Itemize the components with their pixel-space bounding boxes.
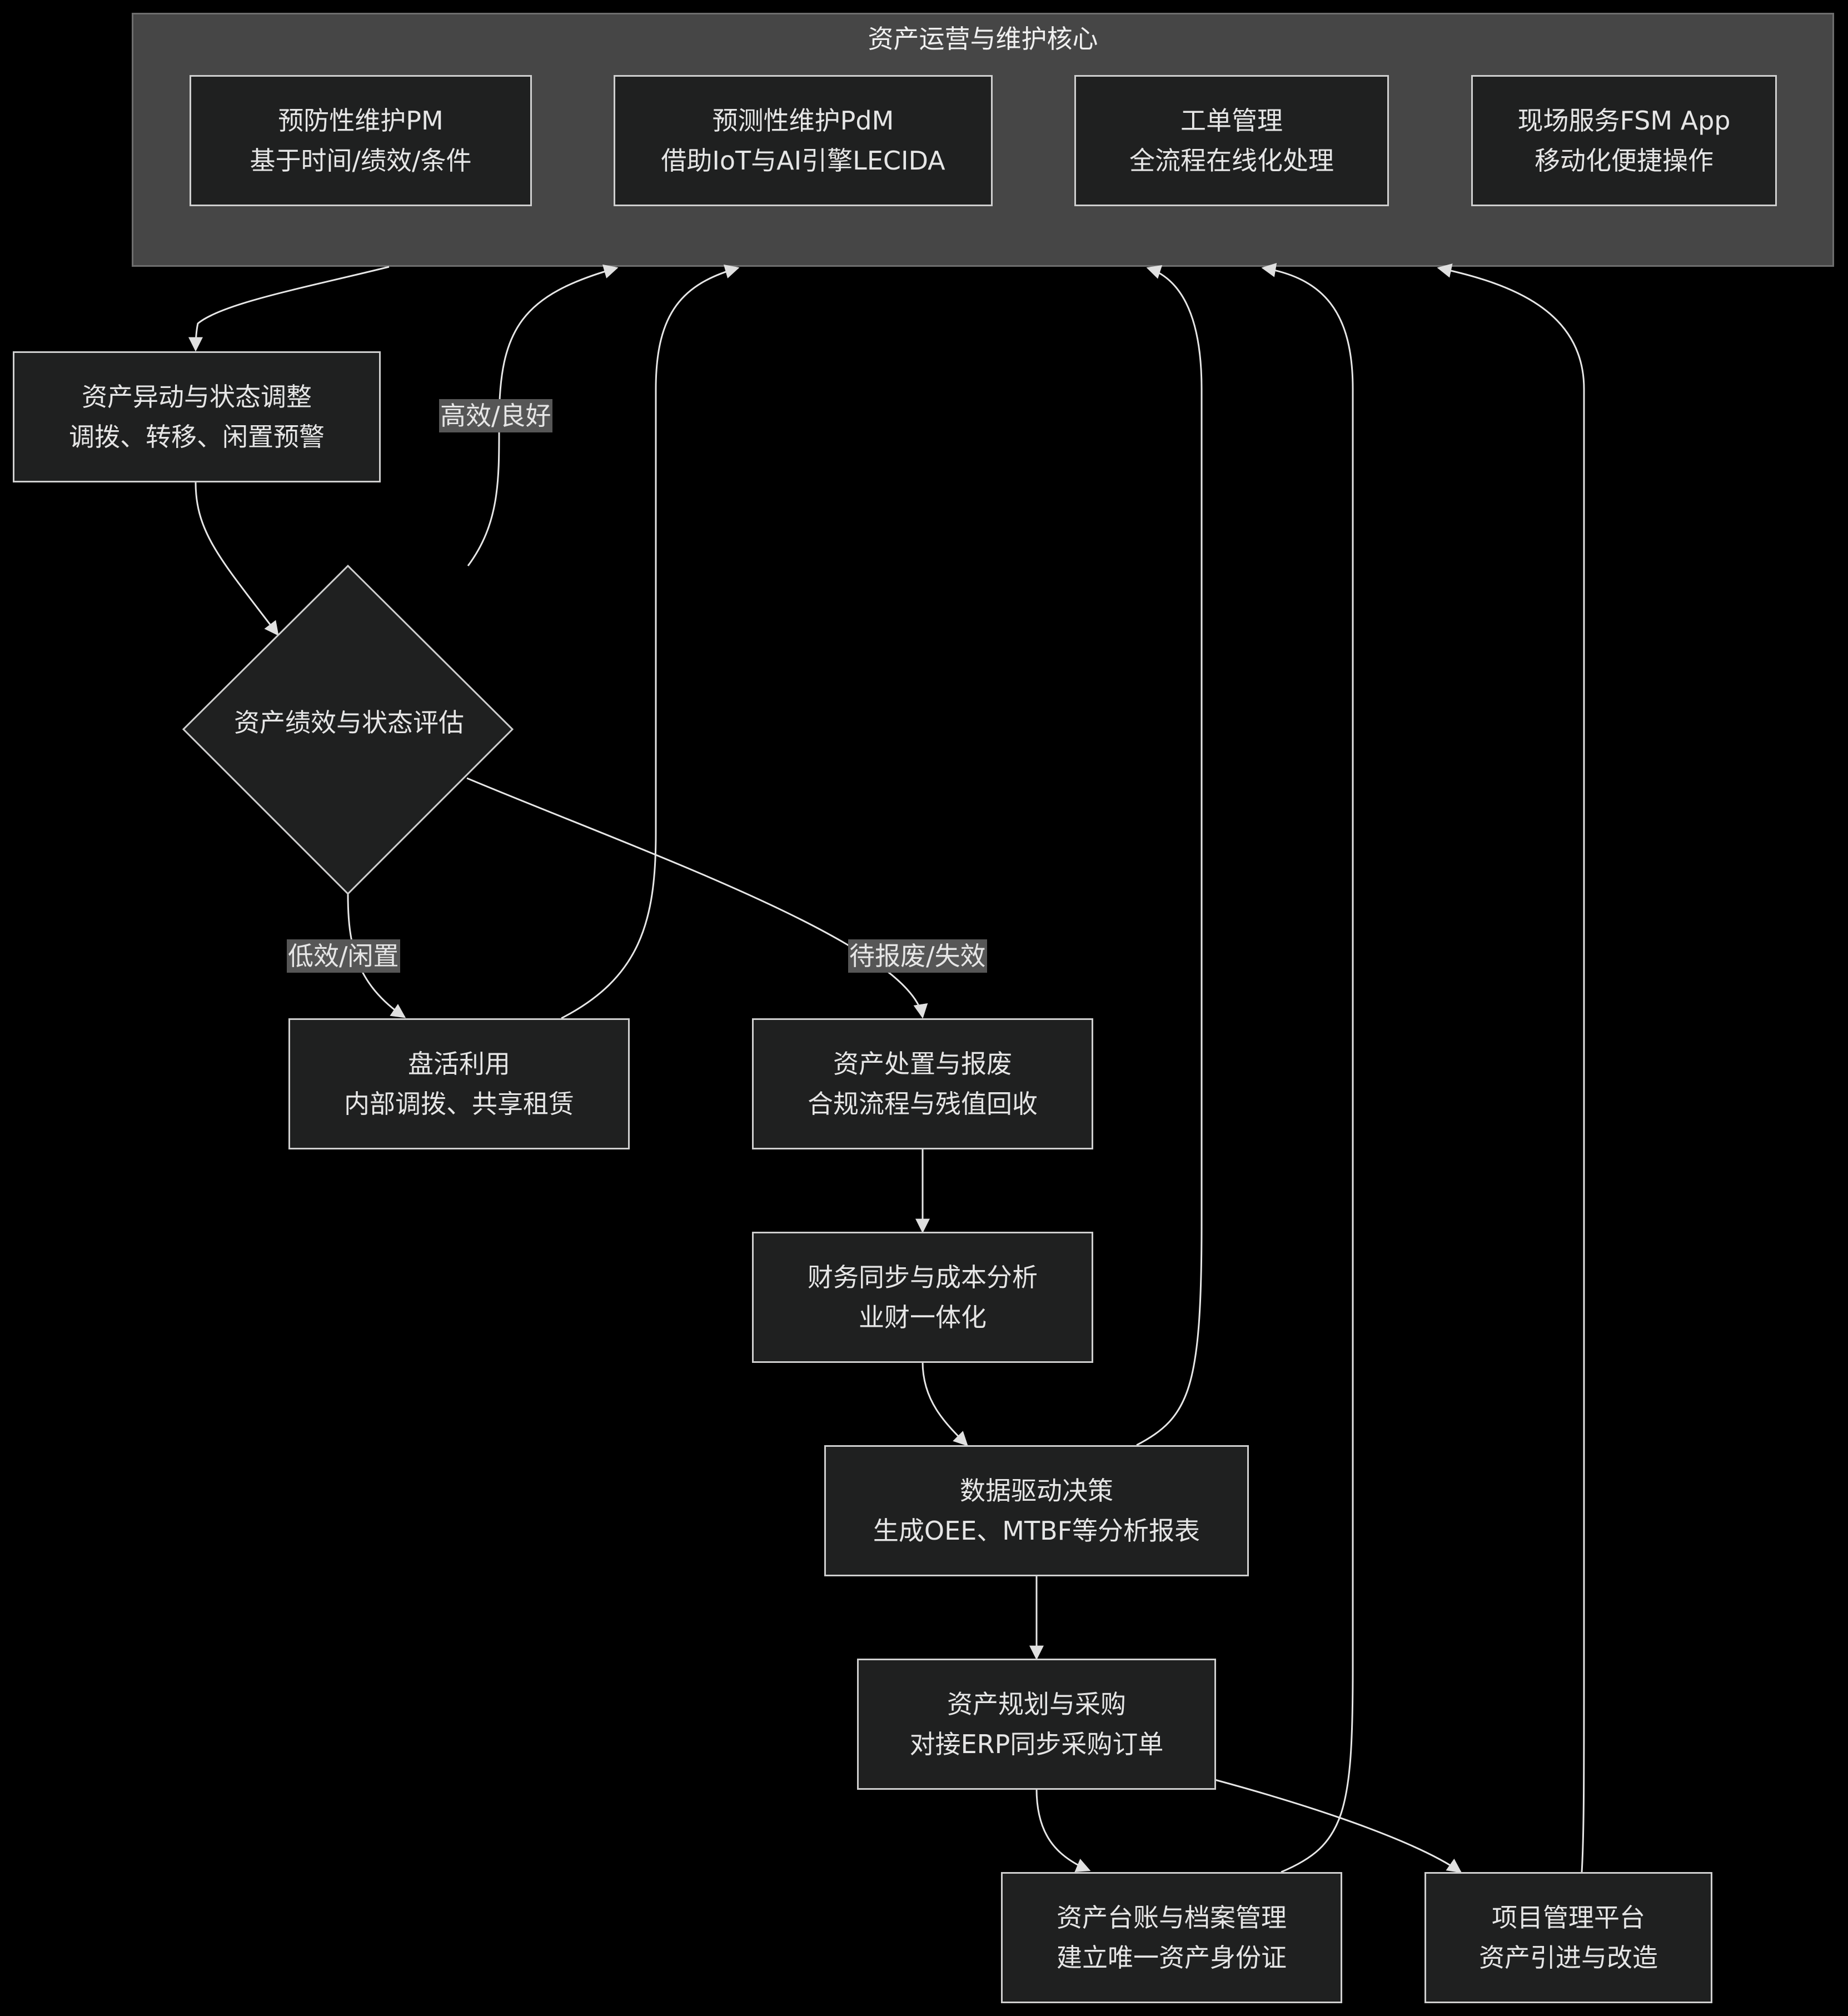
node-ledger[interactable]: 资产台账与档案管理 建立唯一资产身份证	[1001, 1872, 1342, 2003]
node-field-service[interactable]: 现场服务FSM App 移动化便捷操作	[1471, 75, 1777, 206]
node-reuse[interactable]: 盘活利用 内部调拨、共享租赁	[288, 1018, 630, 1149]
node-wo-line2: 全流程在线化处理	[1129, 146, 1334, 176]
node-fsm-line2: 移动化便捷操作	[1535, 146, 1713, 176]
node-dispose-line2: 合规流程与残值回收	[808, 1089, 1038, 1119]
node-decision-line2: 生成OEE、MTBF等分析报表	[873, 1516, 1201, 1546]
node-wo-line1: 工单管理	[1180, 106, 1283, 136]
node-change-line2: 调拨、转移、闲置预警	[69, 422, 325, 452]
node-dispose-line1: 资产处置与报废	[833, 1049, 1012, 1079]
node-evaluation-label: 资产绩效与状态评估	[234, 708, 464, 738]
edge-plan-to-ledger	[1035, 1788, 1091, 1872]
node-ledger-line2: 建立唯一资产身份证	[1057, 1943, 1287, 1973]
edge-finance-to-decision	[921, 1361, 968, 1446]
node-reuse-line2: 内部调拨、共享租赁	[344, 1089, 574, 1119]
node-work-order[interactable]: 工单管理 全流程在线化处理	[1074, 75, 1389, 206]
edge-project-to-cluster	[1437, 263, 1585, 1873]
node-pdm-line1: 预测性维护PdM	[712, 106, 894, 136]
cluster-title: 资产运营与维护核心	[868, 24, 1098, 54]
edge-ledger-to-cluster	[1261, 263, 1354, 1873]
node-finance[interactable]: 财务同步与成本分析 业财一体化	[752, 1232, 1093, 1363]
node-pdm-line2: 借助IoT与AI引擎LECIDA	[661, 146, 945, 176]
node-project[interactable]: 项目管理平台 资产引进与改造	[1424, 1872, 1712, 2003]
node-project-line1: 项目管理平台	[1492, 1903, 1645, 1933]
node-reuse-line1: 盘活利用	[408, 1049, 510, 1079]
edge-change-to-eval	[195, 482, 279, 636]
node-predictive-maintenance[interactable]: 预测性维护PdM 借助IoT与AI引擎LECIDA	[614, 75, 993, 206]
node-pm-line1: 预防性维护PM	[278, 106, 444, 136]
node-ledger-line1: 资产台账与档案管理	[1057, 1903, 1287, 1933]
node-finance-line1: 财务同步与成本分析	[808, 1262, 1038, 1292]
edge-plan-to-project	[1214, 1779, 1462, 1873]
node-decision-line1: 数据驱动决策	[960, 1476, 1113, 1506]
edge-label-good: 高效/良好	[439, 399, 552, 432]
evaluation-diamond	[182, 564, 514, 895]
node-preventive-maintenance[interactable]: 预防性维护PM 基于时间/绩效/条件	[190, 75, 532, 206]
edge-reuse-to-cluster	[561, 264, 740, 1019]
edge-label-scrap: 待报废/失效	[848, 939, 987, 973]
node-project-line2: 资产引进与改造	[1479, 1943, 1658, 1973]
node-plan-line2: 对接ERP同步采购订单	[909, 1729, 1164, 1759]
node-fsm-line1: 现场服务FSM App	[1517, 106, 1731, 136]
node-disposal[interactable]: 资产处置与报废 合规流程与残值回收	[752, 1018, 1093, 1149]
node-change-line1: 资产异动与状态调整	[82, 382, 312, 412]
node-asset-change[interactable]: 资产异动与状态调整 调拨、转移、闲置预警	[13, 351, 381, 482]
node-decision[interactable]: 数据驱动决策 生成OEE、MTBF等分析报表	[824, 1445, 1249, 1576]
node-finance-line2: 业财一体化	[859, 1302, 987, 1332]
node-planning[interactable]: 资产规划与采购 对接ERP同步采购订单	[857, 1659, 1216, 1790]
edge-decision-to-cluster	[1136, 265, 1203, 1446]
node-pm-line2: 基于时间/绩效/条件	[250, 146, 472, 176]
edge-label-idle: 低效/闲置	[287, 939, 400, 973]
edge-eval-to-dispose	[466, 777, 928, 1019]
edge-cluster-to-change	[188, 266, 390, 352]
node-plan-line1: 资产规划与采购	[947, 1689, 1126, 1719]
